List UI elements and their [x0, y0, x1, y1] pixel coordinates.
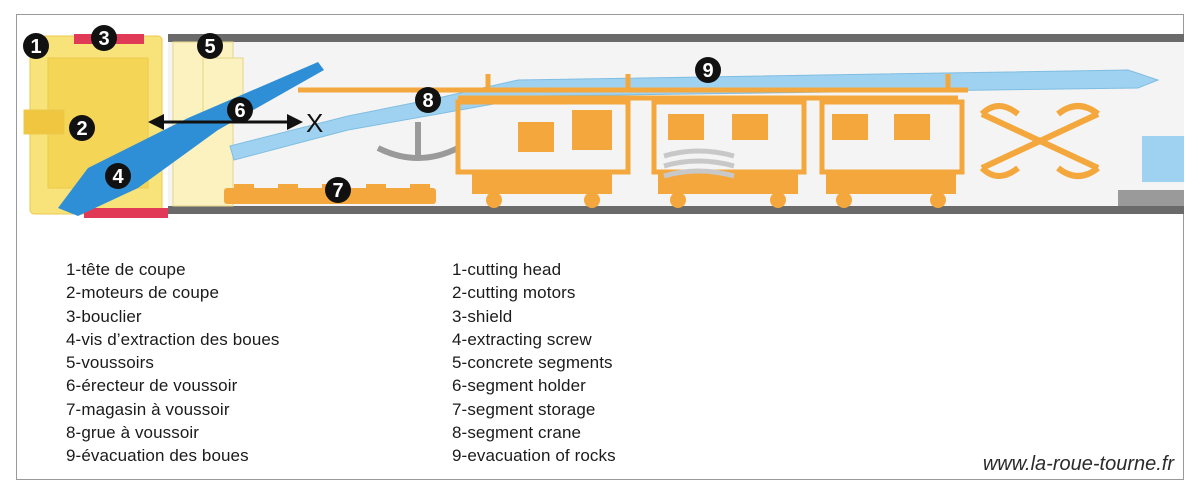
rear-wagon [1118, 136, 1184, 206]
legend-item-en: 2-cutting motors [452, 283, 576, 303]
segment-holder-arrow [148, 114, 303, 130]
erector-end-label: X [306, 108, 323, 138]
french-legend: 1-tête de coupe 2-moteurs de coupe 3-bou… [66, 258, 280, 468]
marker-4: 4 [105, 163, 131, 189]
marker-8: 8 [415, 87, 441, 113]
legend-item-en: 9-evacuation of rocks [452, 446, 616, 466]
english-legend: 1-cutting head 2-cutting motors 3-shield… [452, 258, 616, 468]
legend-item-en: 4-extracting screw [452, 329, 592, 349]
rear-gantry-arms [979, 103, 1100, 179]
legend-item-en: 8-segment crane [452, 423, 582, 443]
marker-6: 6 [227, 97, 253, 123]
legend-item-fr: 3-bouclier [66, 306, 142, 326]
marker-9: 9 [695, 57, 721, 83]
svg-text:4: 4 [112, 166, 124, 188]
legend-item-fr: 8-grue à voussoir [66, 423, 200, 443]
svg-text:6: 6 [234, 100, 245, 122]
segment-crane-hook [376, 122, 460, 161]
svg-text:9: 9 [702, 60, 713, 82]
legend-item-en: 7-segment storage [452, 399, 596, 419]
svg-text:3: 3 [98, 28, 109, 50]
marker-2: 2 [69, 115, 95, 141]
svg-text:2: 2 [76, 118, 87, 140]
legend-item-fr: 6-érecteur de voussoir [66, 376, 238, 396]
legend-item-fr: 4-vis d’extraction des boues [66, 329, 280, 349]
marker-5: 5 [197, 33, 223, 59]
marker-3: 3 [91, 25, 117, 51]
legend-item-en: 6-segment holder [452, 376, 586, 396]
svg-text:1: 1 [30, 36, 41, 58]
svg-text:7: 7 [332, 180, 343, 202]
legend-item-fr: 2-moteurs de coupe [66, 283, 219, 303]
svg-text:5: 5 [204, 36, 215, 58]
legend-item-fr: 5-voussoirs [66, 353, 155, 373]
gantry-wheels [486, 192, 946, 208]
legend-item-en: 5-concrete segments [452, 353, 613, 373]
svg-text:8: 8 [422, 90, 433, 112]
legend-item-fr: 9-évacuation des boues [66, 446, 249, 466]
marker-7: 7 [325, 177, 351, 203]
legend-item-fr: 1-tête de coupe [66, 260, 186, 279]
gantry-machinery [298, 74, 968, 175]
legend-item-en: 3-shield [452, 306, 513, 326]
website-credit: www.la-roue-tourne.fr [982, 453, 1174, 475]
gantry-equipment [472, 110, 956, 194]
tunnel-boring-machine-diagram: X [23, 25, 1184, 218]
legend-item-fr: 7-magasin à voussoir [66, 399, 230, 419]
segment-stack [663, 148, 735, 179]
marker-1: 1 [23, 33, 49, 59]
legend-item-en: 1-cutting head [452, 260, 562, 279]
